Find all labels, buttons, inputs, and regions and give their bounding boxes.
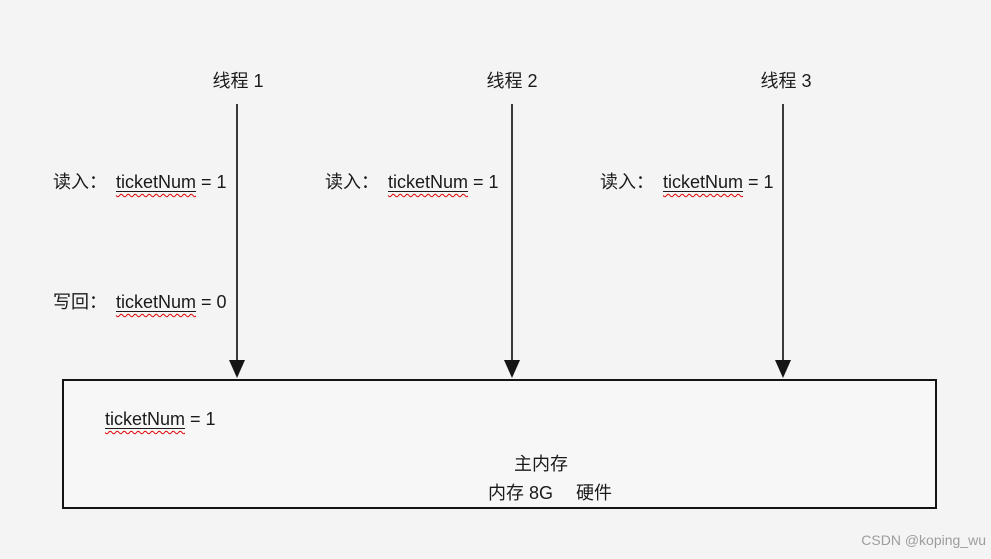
memory-variable-state: ticketNum = 1	[105, 407, 216, 431]
spellcheck-wavy-underline: ticketNum	[388, 172, 468, 192]
variable-name: ticketNum	[116, 292, 197, 312]
spellcheck-wavy-underline: ticketNum	[105, 409, 185, 429]
thread-2-arrowhead-icon	[504, 360, 520, 378]
thread-2-read-annotation: 读入： ticketNum = 1	[325, 170, 499, 194]
thread-3-read-annotation: 读入： ticketNum = 1	[600, 170, 774, 194]
variable-name: ticketNum	[388, 172, 469, 192]
thread-1-write-annotation: 写回： ticketNum = 0	[53, 290, 227, 314]
thread-2-label: 线程 2	[486, 71, 538, 91]
main-memory-title: 主内存	[514, 454, 568, 474]
read-label: 读入：	[600, 172, 654, 192]
read-label: 读入：	[325, 172, 379, 192]
write-label: 写回：	[53, 292, 107, 312]
spellcheck-wavy-underline: ticketNum	[663, 172, 743, 192]
variable-value: = 0	[196, 292, 227, 312]
spellcheck-wavy-underline: ticketNum	[116, 292, 196, 312]
variable-name: ticketNum	[105, 409, 186, 429]
variable-value: = 1	[196, 172, 227, 192]
main-memory-box: ticketNum = 1 主内存 内存 8G 硬件	[62, 379, 937, 509]
variable-name: ticketNum	[663, 172, 744, 192]
thread-1-arrowhead-icon	[229, 360, 245, 378]
thread-3-arrow-line	[782, 104, 784, 360]
read-label: 读入：	[53, 172, 107, 192]
thread-1-read-annotation: 读入： ticketNum = 1	[53, 170, 227, 194]
variable-value: = 1	[743, 172, 774, 192]
thread-3-arrowhead-icon	[775, 360, 791, 378]
thread-1-arrow-line	[236, 104, 238, 360]
thread-1-label: 线程 1	[212, 71, 264, 91]
thread-2-arrow-line	[511, 104, 513, 360]
variable-name: ticketNum	[116, 172, 197, 192]
spellcheck-wavy-underline: ticketNum	[116, 172, 196, 192]
variable-value: = 1	[468, 172, 499, 192]
variable-value: = 1	[185, 409, 216, 429]
csdn-watermark: CSDN @koping_wu	[861, 532, 986, 548]
main-memory-subtitle: 内存 8G 硬件	[488, 483, 613, 503]
thread-3-label: 线程 3	[760, 71, 812, 91]
